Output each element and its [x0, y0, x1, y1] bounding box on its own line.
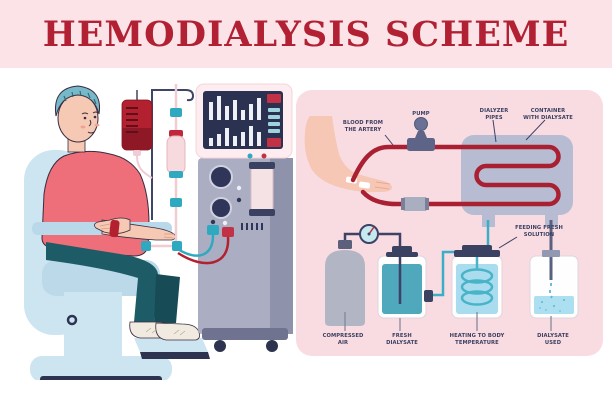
drip-chamber — [141, 84, 186, 251]
indicator-light-red — [261, 153, 267, 159]
machine-vent — [241, 223, 263, 230]
heating-coil — [460, 253, 494, 306]
finger-lines — [374, 181, 391, 190]
label-dialyzer-pipes: DIALYZER PIPES — [479, 108, 509, 121]
pointer-lines — [344, 119, 552, 331]
catheter-patch — [358, 181, 371, 189]
finger-lines — [99, 223, 174, 239]
outlet-nozzle — [424, 290, 433, 302]
pump-icon — [407, 117, 435, 151]
return-line-connector — [401, 197, 429, 211]
machine-wheel — [214, 340, 226, 352]
patient-legs — [46, 242, 158, 322]
used-dialysate-container — [529, 255, 579, 319]
scheme-panel: BLOOD FROM THE ARTERY PUMP DIALYZER PIPE… — [296, 90, 603, 356]
machine-wheel — [266, 340, 278, 352]
shoe-hatching — [145, 327, 186, 336]
patient-face — [81, 111, 99, 134]
serpentine-blood-pipe — [350, 144, 561, 207]
machine-monitor — [195, 83, 293, 159]
fresh-dialysate-container — [377, 255, 427, 319]
liquid-specks — [539, 299, 565, 312]
dialyzer-filter — [249, 162, 275, 216]
label-compressed-air: COMPRESSED AIR — [322, 333, 364, 346]
footrest — [134, 338, 208, 352]
blood-bag-icon — [121, 99, 153, 179]
heating-container — [451, 253, 503, 319]
dialysis-machine — [195, 83, 293, 352]
patient — [32, 85, 200, 341]
label-heating-to-body: HEATING TO BODY TEMPERATURE — [449, 333, 505, 346]
compressed-air-tank — [325, 250, 365, 326]
patient-shirt — [41, 150, 150, 257]
label-dialysate-used: DIALYSATE USED — [537, 333, 569, 346]
machine-port-red — [222, 227, 234, 237]
patient-machine-illustration — [24, 83, 293, 380]
tank-valve — [338, 240, 352, 249]
wrist-cuff — [109, 219, 120, 238]
dialyzer-container — [461, 135, 573, 227]
monitor-bars — [209, 96, 261, 146]
label-fresh-dialysate: FRESH DIALYSATE — [386, 333, 418, 346]
pressure-gauge-icon — [359, 224, 379, 244]
label-blood-from-artery: BLOOD FROM THE ARTERY — [342, 120, 384, 133]
hair-strands — [63, 90, 97, 105]
indicator-light-teal — [247, 153, 253, 159]
page-title: HEMODIALYSIS SCHEME — [42, 13, 570, 55]
lids-and-fittings — [338, 240, 560, 302]
drip-drops — [549, 283, 553, 299]
machine-port-teal — [207, 225, 219, 235]
title-band: HEMODIALYSIS SCHEME — [0, 0, 612, 68]
iv-stand — [121, 84, 195, 251]
dialysis-scheme-svg — [304, 116, 579, 331]
label-feeding-fresh-solution: FEEDING FRESH SOLUTION — [515, 225, 563, 238]
machine-dials — [209, 165, 233, 219]
label-pump: PUMP — [412, 111, 430, 117]
label-container-with-dialysate: CONTAINER WITH DIALYSATE — [523, 108, 573, 121]
blood-tubes — [175, 234, 230, 265]
